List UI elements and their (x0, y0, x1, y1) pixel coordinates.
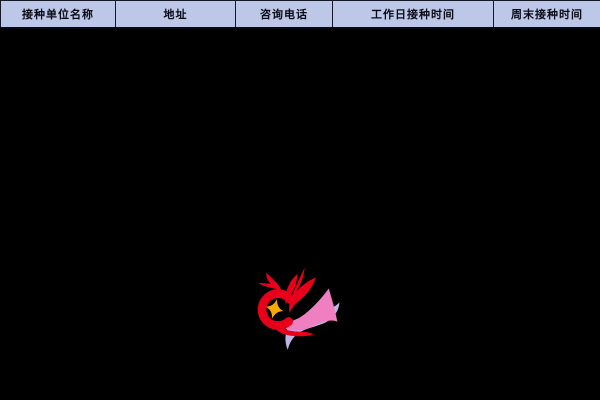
col-header-address: 地址 (115, 0, 236, 29)
col-header-weekend-hours: 周末接种时间 (493, 0, 600, 29)
col-header-unit-name: 接种单位名称 (0, 0, 116, 29)
logo-flame-inner-icon (285, 273, 298, 305)
logo-body-ring-icon (257, 289, 295, 330)
logo-flame-outer-icon (289, 267, 316, 314)
col-header-phone: 咨询电话 (235, 0, 333, 29)
col-header-weekday-hours: 工作日接种时间 (332, 0, 494, 29)
logo-wing-pink-icon (280, 288, 338, 331)
logo-beak-icon (258, 272, 282, 291)
table-header-row: 接种单位名称 地址 咨询电话 工作日接种时间 周末接种时间 (0, 0, 600, 29)
logo-star-sparkle-icon (265, 299, 284, 319)
vaccination-schedule-table: 接种单位名称 地址 咨询电话 工作日接种时间 周末接种时间 (0, 0, 600, 29)
logo-tail-icon (273, 322, 314, 337)
phoenix-bird-logo (250, 264, 342, 356)
